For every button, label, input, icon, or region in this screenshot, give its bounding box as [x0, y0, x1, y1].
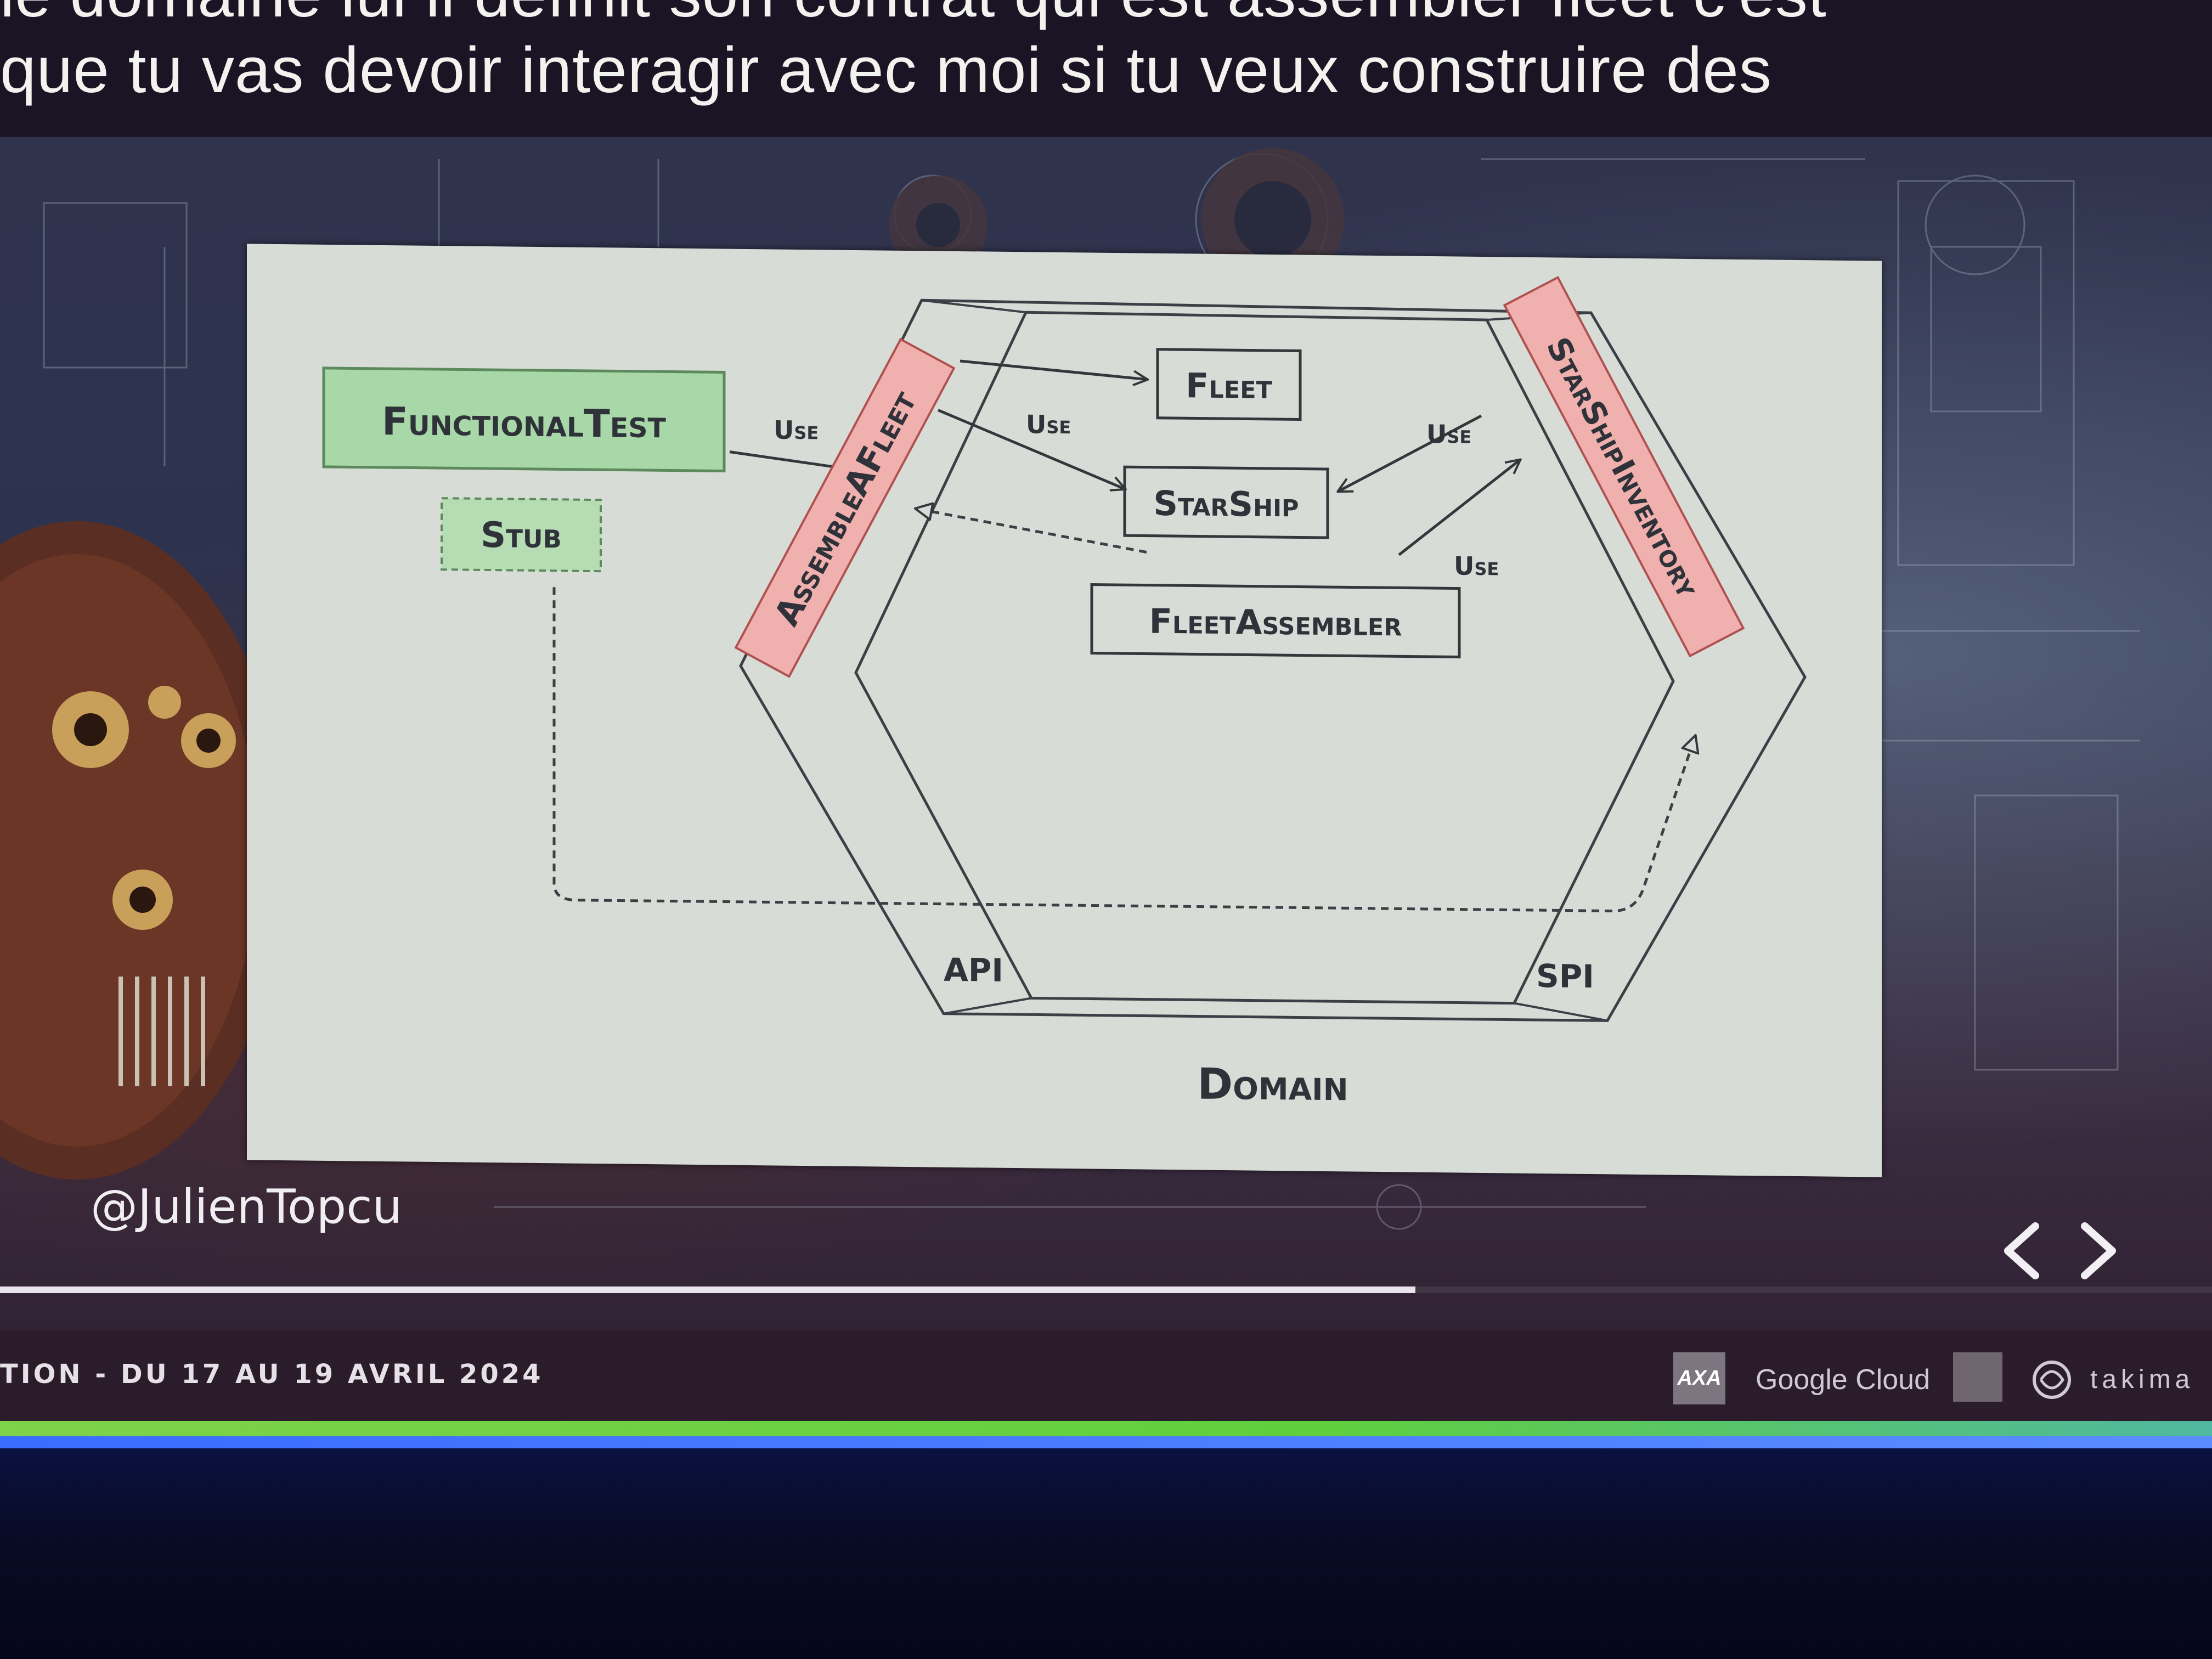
subtitle-band: le domaine lui il définit son contrat qu…	[0, 0, 2212, 137]
stub-dashed-line	[552, 587, 1695, 912]
subtitle-line-1: le domaine lui il définit son contrat qu…	[0, 0, 2212, 32]
spi-label: SPI	[1536, 957, 1594, 995]
starship-box: StarShip	[1123, 465, 1329, 539]
orange-logo	[1953, 1352, 2002, 1402]
takima-icon	[2033, 1361, 2071, 1399]
speaker-handle: @JulienTopcu	[91, 1180, 402, 1234]
use-label: Use	[1426, 419, 1471, 449]
use-arrow-assembler-to-spi	[1398, 459, 1520, 556]
stage-screen-bottom	[0, 1448, 2212, 1659]
subtitle-line-2: que tu vas devoir interagir avec moi si …	[0, 34, 1772, 106]
slide-footer: TION - DU 17 AU 19 AVRIL 2024 AXA Google…	[0, 1330, 2212, 1432]
use-arrow-api-to-starship	[938, 409, 1125, 489]
assemble-fleet-port: AssembleAFleet	[734, 337, 956, 678]
stub-label: Stub	[481, 515, 562, 557]
fleet-assembler-label: FleetAssembler	[1149, 601, 1402, 644]
starship-inventory-port: StarShipInventory	[1503, 276, 1745, 658]
event-dates: TION - DU 17 AU 19 AVRIL 2024	[0, 1359, 544, 1390]
presentation-slide: FunctionalTest Stub AssembleAFleet StarS…	[0, 137, 2212, 1432]
use-label: Use	[774, 415, 819, 445]
architecture-diagram: FunctionalTest Stub AssembleAFleet StarS…	[247, 244, 1882, 1177]
fleet-assembler-implements-line	[916, 509, 1147, 554]
use-arrow-spi-to-starship	[1339, 414, 1482, 493]
stub-box: Stub	[441, 497, 602, 573]
functional-test-label: FunctionalTest	[382, 399, 667, 447]
takima-logo: takima	[2090, 1365, 2194, 1394]
slide-progress-bar	[0, 1286, 2212, 1293]
chevron-right-icon	[2081, 1222, 2116, 1279]
next-slide-button[interactable]	[2068, 1212, 2129, 1289]
previous-slide-button[interactable]	[1991, 1212, 2052, 1289]
functional-test-box: FunctionalTest	[322, 366, 726, 473]
slide-progress-fill	[0, 1286, 1416, 1293]
use-arrow-api-to-fleet	[960, 359, 1147, 380]
stage-green-strip	[0, 1421, 2212, 1436]
stage-blue-strip	[0, 1436, 2212, 1448]
api-label: API	[944, 951, 1003, 989]
fleet-assembler-box: FleetAssembler	[1090, 583, 1461, 659]
blueprint-background	[43, 148, 2140, 1230]
gear-decoration	[0, 521, 285, 1180]
use-label: Use	[1454, 551, 1499, 581]
axa-logo: AXA	[1673, 1352, 1725, 1404]
fleet-label: Fleet	[1186, 365, 1272, 407]
starship-label: StarShip	[1153, 483, 1299, 525]
use-label: Use	[1026, 409, 1071, 439]
domain-label: Domain	[1197, 1060, 1348, 1111]
chevron-left-icon	[2004, 1222, 2039, 1279]
google-cloud-logo: Google Cloud	[1756, 1364, 1930, 1396]
fleet-box: Fleet	[1156, 348, 1302, 421]
